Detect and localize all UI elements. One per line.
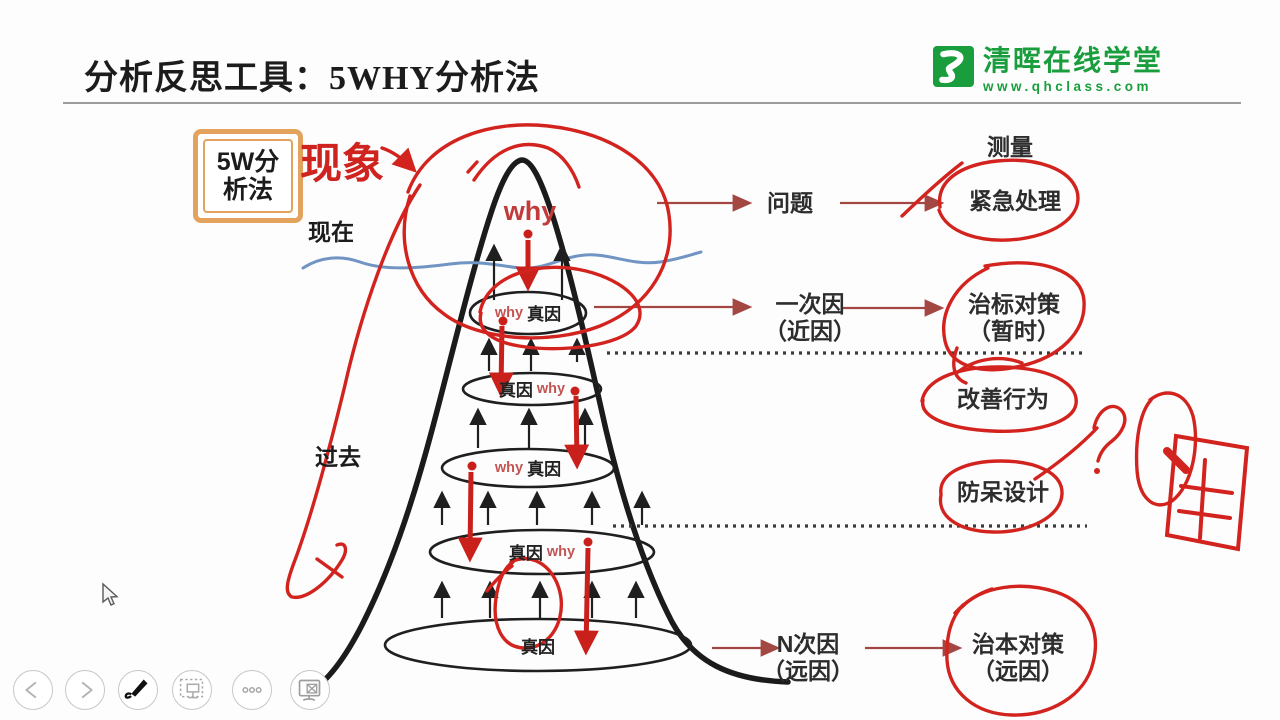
brand-logo: 清晖在线学堂 www.qhclass.com [933, 46, 1163, 94]
true-cause-label: 真因 [521, 638, 555, 657]
true-cause-label: 真因 [498, 381, 533, 400]
method-badge-line1: 5W分 [216, 148, 280, 176]
label-urgent-handling: 紧急处理 [969, 188, 1061, 214]
why-drill-arrows [457, 229, 599, 656]
cause-level-5: 真因 [430, 633, 646, 658]
method-badge-line2: 析法 [222, 176, 273, 204]
pen-icon [124, 679, 148, 699]
label-improve: 改善行为 [957, 386, 1049, 412]
true-cause-label: 真因 [527, 305, 562, 324]
mouse-cursor [102, 582, 119, 606]
label-problem: 问题 [767, 190, 813, 216]
cause-level-3: why 真因 [442, 455, 614, 480]
pen-annotate-button[interactable] [118, 670, 158, 710]
brand-name: 清晖在线学堂 [983, 45, 1164, 76]
more-dots-icon [242, 686, 262, 694]
slide-overview-button[interactable] [172, 670, 212, 710]
slide-overview-icon [179, 678, 204, 699]
cause-level-2: 真因 why [463, 376, 601, 401]
label-foolproof: 防呆设计 [957, 479, 1049, 505]
title-divider [63, 102, 1241, 104]
top-why-label: why [503, 196, 557, 226]
n-cause-line1: N次因 [776, 631, 840, 657]
why-tag: why [494, 459, 524, 476]
display-icon [298, 679, 321, 702]
river-glyph-icon [939, 50, 964, 84]
more-options-button[interactable] [232, 670, 272, 710]
why-tag: why [494, 304, 524, 321]
cause-level-4: 真因 why [430, 539, 654, 564]
up-arrows [433, 243, 651, 618]
root-line2: （远因） [972, 658, 1064, 684]
flow-arrows [594, 194, 963, 657]
next-slide-button[interactable] [65, 670, 105, 710]
page-title: 分析反思工具：5WHY分析法 [84, 60, 540, 97]
brand-url: www.qhclass.com [983, 79, 1153, 94]
arrow-right-icon [81, 681, 93, 699]
true-cause-label: 真因 [508, 544, 543, 563]
phenomenon-annotation: 现象 [300, 140, 385, 187]
label-n-cause: N次因 （远因） [748, 631, 868, 685]
label-past: 过去 [315, 444, 361, 470]
symptomatic-line2: （暂时） [968, 318, 1060, 344]
iceberg-curve [299, 157, 791, 699]
prev-slide-button[interactable] [13, 670, 53, 710]
arrow-left-icon [25, 681, 37, 699]
label-symptomatic: 治标对策 （暂时） [948, 291, 1080, 345]
brand-logo-icon [933, 46, 974, 87]
red-ink-annotations [285, 123, 1250, 717]
root-line1: 治本对策 [972, 631, 1064, 657]
label-first-cause: 一次因 （近因） [752, 291, 868, 345]
label-now: 现在 [308, 219, 354, 245]
first-cause-line1: 一次因 [775, 291, 845, 317]
symptomatic-line1: 治标对策 [968, 291, 1060, 317]
water-line [301, 250, 703, 270]
method-badge: 5W分 析法 [193, 129, 303, 223]
label-measure: 测量 [987, 134, 1033, 160]
display-settings-button[interactable] [290, 670, 330, 710]
n-cause-line2: （远因） [762, 658, 854, 684]
why-tag: why [546, 543, 576, 560]
cause-level-1: why 真因 [466, 300, 590, 325]
why-tag: why [536, 380, 566, 397]
dashed-separators [607, 351, 1087, 528]
first-cause-line2: （近因） [764, 318, 856, 344]
label-root-countermeasure: 治本对策 （远因） [952, 631, 1084, 685]
true-cause-label: 真因 [527, 460, 562, 479]
cause-ellipses [383, 290, 693, 673]
